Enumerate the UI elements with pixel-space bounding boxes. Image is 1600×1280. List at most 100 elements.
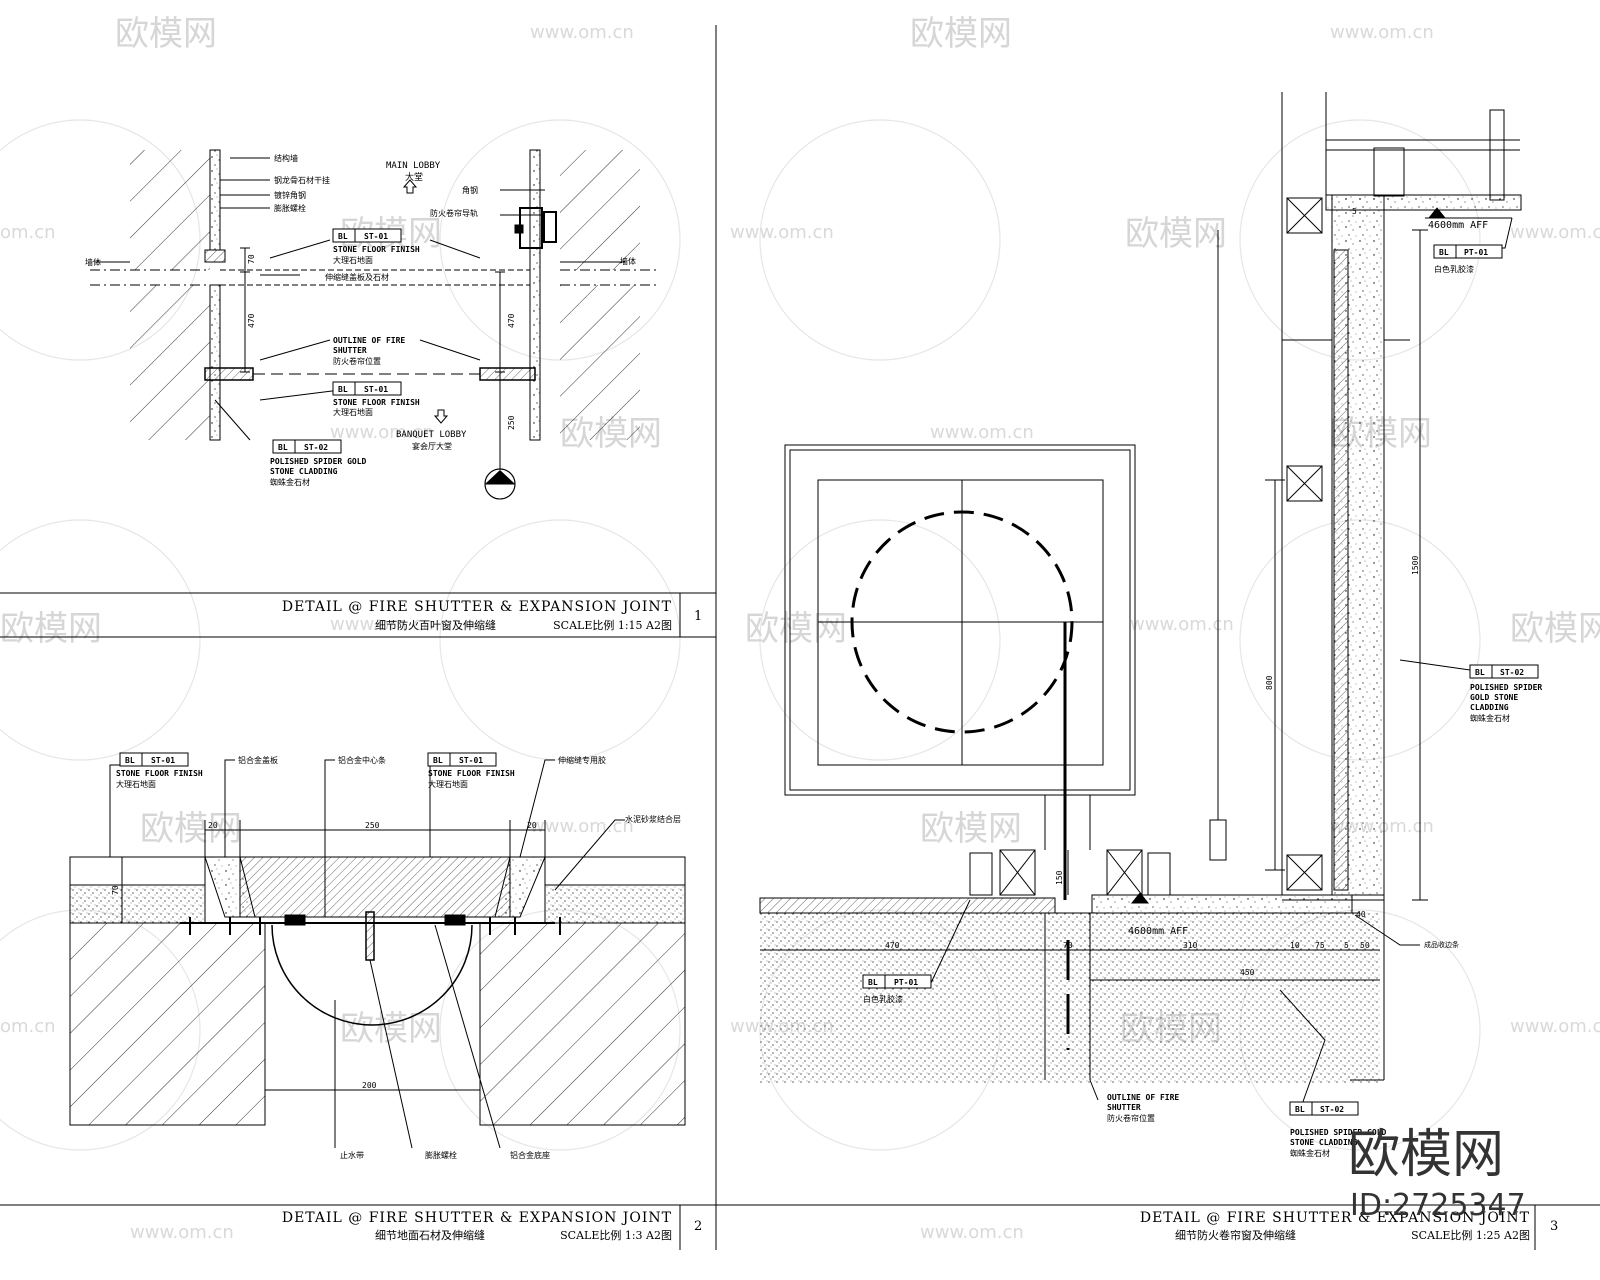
callout-text: 止水带 <box>340 1150 364 1160</box>
tag-cn: 蜘蛛金石材 <box>270 477 310 487</box>
dim-label: 1500 <box>1411 556 1420 575</box>
tag-cn: 白色乳胶漆 <box>1434 264 1474 274</box>
watermark-brand: 欧模网 <box>910 14 1012 54</box>
panel2-scale: SCALE比例 1:3 A2图 <box>560 1228 672 1242</box>
callout-text: 镀锌角钢 <box>274 190 306 200</box>
level-label: 4600mm AFF <box>1428 220 1488 231</box>
panel3-title: DETAIL @ FIRE SHUTTER & EXPANSION JOINT <box>1140 1210 1530 1226</box>
tag-bl: BL <box>338 232 348 241</box>
panel2-title: DETAIL @ FIRE SHUTTER & EXPANSION JOINT <box>282 1210 672 1226</box>
outline-cn: 防火卷帘位置 <box>333 356 381 366</box>
dim-label: 70 <box>247 254 256 264</box>
sheet-frame <box>0 25 1600 1250</box>
tag-desc: POLISHED SPIDER GOLD <box>1290 1128 1387 1137</box>
tag-bl: BL <box>338 385 348 394</box>
tag-bl: BL <box>1475 668 1485 677</box>
panel1-title-block: DETAIL @ FIRE SHUTTER & EXPANSION JOINT … <box>282 599 702 632</box>
dim-label: 20 <box>208 821 218 830</box>
watermark-brand: 欧模网 <box>920 809 1022 849</box>
watermark-brand: 欧模网 <box>1348 1125 1504 1185</box>
watermark-brand: 欧模网 <box>140 809 242 849</box>
section-marker-number: 3 <box>497 474 502 484</box>
panel3-title-cn: 细节防火卷帘窗及伸缩缝 <box>1175 1228 1296 1242</box>
dim-label: 310 <box>1183 941 1198 950</box>
banquet-lobby-cn: 宴会厅大堂 <box>412 441 452 451</box>
watermark-url: www.om.cn <box>1510 222 1600 243</box>
tag-code: ST-02 <box>304 443 328 452</box>
panel1-title: DETAIL @ FIRE SHUTTER & EXPANSION JOINT <box>282 599 672 615</box>
tag-desc: POLISHED SPIDER GOLD <box>270 457 367 466</box>
dim-label: 250 <box>365 821 380 830</box>
dim-label: 20 <box>527 821 537 830</box>
dim-label: 470 <box>247 313 256 328</box>
panel1-scale: SCALE比例 1:15 A2图 <box>553 618 672 632</box>
watermark-brand: 欧模网 <box>1510 609 1600 649</box>
outline-label: OUTLINE OF FIRE <box>1107 1093 1179 1102</box>
watermark-url: www.om.cn <box>1130 614 1234 635</box>
outline-label: SHUTTER <box>1107 1103 1141 1112</box>
tag-pt01: BL PT-01 白色乳胶漆 <box>862 974 932 1004</box>
watermark-url: www.om.cn <box>330 614 434 635</box>
dim-label: 70 <box>111 885 120 895</box>
tag-code: ST-01 <box>364 232 388 241</box>
tag-desc: CLADDING <box>1470 703 1509 712</box>
callout-text: 钢龙骨石材干挂 <box>274 175 330 185</box>
watermark-id: ID:2725347 <box>1350 1188 1526 1223</box>
panel2-labels: BL ST-01 STONE FLOOR FINISH 大理石地面 BL ST-… <box>111 752 681 1160</box>
tag-st01: BL ST-01 STONE FLOOR FINISH 大理石地面 <box>332 381 420 417</box>
callout-text: 铝合金中心条 <box>338 755 386 765</box>
tag-desc: STONE FLOOR FINISH <box>333 245 420 254</box>
callout-text: 伸缩缝盖板及石材 <box>325 272 389 282</box>
watermark-url: www.om.cn <box>1510 1016 1600 1037</box>
main-lobby-cn: 大堂 <box>405 171 423 183</box>
watermark-url: www.om.cn <box>530 816 634 837</box>
dim-label: 450 <box>1240 968 1255 977</box>
dim-label: 5 <box>1344 941 1349 950</box>
tag-code: ST-02 <box>1320 1105 1344 1114</box>
bolt <box>189 917 561 935</box>
watermark-brand: 欧模网 <box>1125 214 1227 254</box>
watermark-url: om.cn <box>0 1016 56 1037</box>
tag-bl: BL <box>433 756 443 765</box>
callout-text: 成品收边条 <box>1424 940 1459 949</box>
tag-desc: STONE FLOOR FINISH <box>333 398 420 407</box>
tag-cn: 大理石地面 <box>333 407 373 417</box>
dim-label: 40 <box>1356 910 1366 919</box>
brand-watermark: 欧模网 ID:2725347 <box>1348 1125 1526 1223</box>
dim-label: 470 <box>885 941 900 950</box>
watermark-brand: 欧模网 <box>0 609 102 649</box>
dim-label: 150 <box>1055 870 1064 885</box>
tag-code: ST-01 <box>364 385 388 394</box>
tag-cn: 蜘蛛金石材 <box>1290 1148 1330 1158</box>
dim-label: 470 <box>507 313 516 328</box>
tag-bl: BL <box>1295 1105 1305 1114</box>
tag-st02: BL ST-02 POLISHED SPIDER GOLD STONE CLAD… <box>1289 1101 1387 1158</box>
dim-label: 75 <box>1315 941 1325 950</box>
tag-desc: GOLD STONE <box>1470 693 1518 702</box>
watermark-url: www.om.cn <box>730 222 834 243</box>
dim-label: 250 <box>507 415 516 430</box>
tag-code: ST-01 <box>459 756 483 765</box>
panel3-scale: SCALE比例 1:25 A2图 <box>1411 1228 1530 1242</box>
callout-text: 结构墙 <box>274 153 298 163</box>
watermark-url: www.om.cn <box>930 422 1034 443</box>
tag-cn: 大理石地面 <box>333 255 373 265</box>
dim-label: 800 <box>1265 675 1274 690</box>
outline-label: OUTLINE OF FIRE <box>333 336 405 345</box>
callout-text: 铝合金盖板 <box>238 755 278 765</box>
panel3-labels: 4600mm AFF 4600mm AFF BL PT-01 白色乳胶漆 BL … <box>862 207 1542 1158</box>
callout-text: 水泥砂浆结合层 <box>625 814 681 824</box>
watermark-url: www.om.cn <box>330 422 434 443</box>
tag-code: PT-01 <box>894 978 918 987</box>
callout-text: 伸缩缝专用胶 <box>558 755 606 765</box>
panel3-drawing <box>759 92 1522 1111</box>
callout-text: 防火卷帘导轨 <box>430 208 478 218</box>
tag-st01: BL ST-01 STONE FLOOR FINISH 大理石地面 <box>332 228 420 265</box>
panel3-title-block: DETAIL @ FIRE SHUTTER & EXPANSION JOINT … <box>1140 1210 1558 1242</box>
watermark-brand: 欧模网 <box>745 609 847 649</box>
tag-cn: 白色乳胶漆 <box>863 994 903 1004</box>
tag-code: ST-01 <box>151 756 175 765</box>
watermark-brand: 欧模网 <box>340 1009 442 1049</box>
tag-bl: BL <box>868 978 878 987</box>
